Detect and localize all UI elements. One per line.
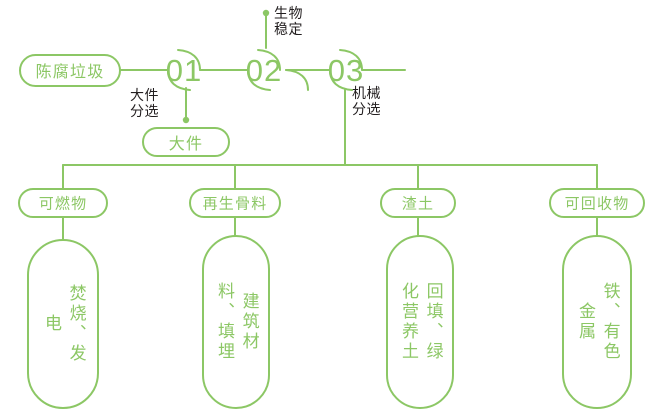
arc-02-top — [257, 49, 281, 71]
stage-output-label-bulky: 大件 — [168, 136, 204, 153]
detail-box-1 — [27, 239, 99, 409]
stage-number-03: 03 — [327, 53, 365, 88]
detail-box-4 — [562, 235, 632, 409]
arc-03-bottom — [329, 69, 353, 91]
arc-02-right-swoop — [285, 69, 309, 91]
dot-02-top — [262, 9, 270, 17]
arc-03-top — [339, 49, 363, 71]
category-label-2: 再生骨料 — [202, 195, 268, 213]
source-label: 陈腐垃圾 — [35, 64, 105, 81]
bulky-pill-outline — [142, 127, 230, 157]
dot-01-bottom — [182, 116, 190, 124]
category-detail-3: 回填、绿化营养土 — [399, 282, 443, 362]
arc-02-bottom — [247, 69, 271, 91]
stage-caption-03: 机械 分选 — [352, 85, 381, 117]
category-detail-1: 焚烧、发电 — [42, 284, 86, 364]
stage-number-01: 01 — [165, 53, 203, 88]
stage-caption-02: 生物 稳定 — [274, 5, 303, 37]
category-label-4: 可回收物 — [564, 195, 630, 213]
category-label-3: 渣土 — [401, 195, 435, 213]
stage-number-02: 02 — [245, 53, 283, 88]
detail-box-2 — [202, 235, 270, 409]
arc-01-top — [177, 49, 201, 71]
category-detail-2: 建筑材料、填埋 — [215, 282, 259, 362]
stage-caption-01: 大件 分选 — [130, 87, 159, 119]
category-detail-4: 铁、有色金属 — [576, 282, 620, 362]
detail-box-3 — [386, 235, 454, 409]
category-label-1: 可燃物 — [38, 195, 88, 213]
